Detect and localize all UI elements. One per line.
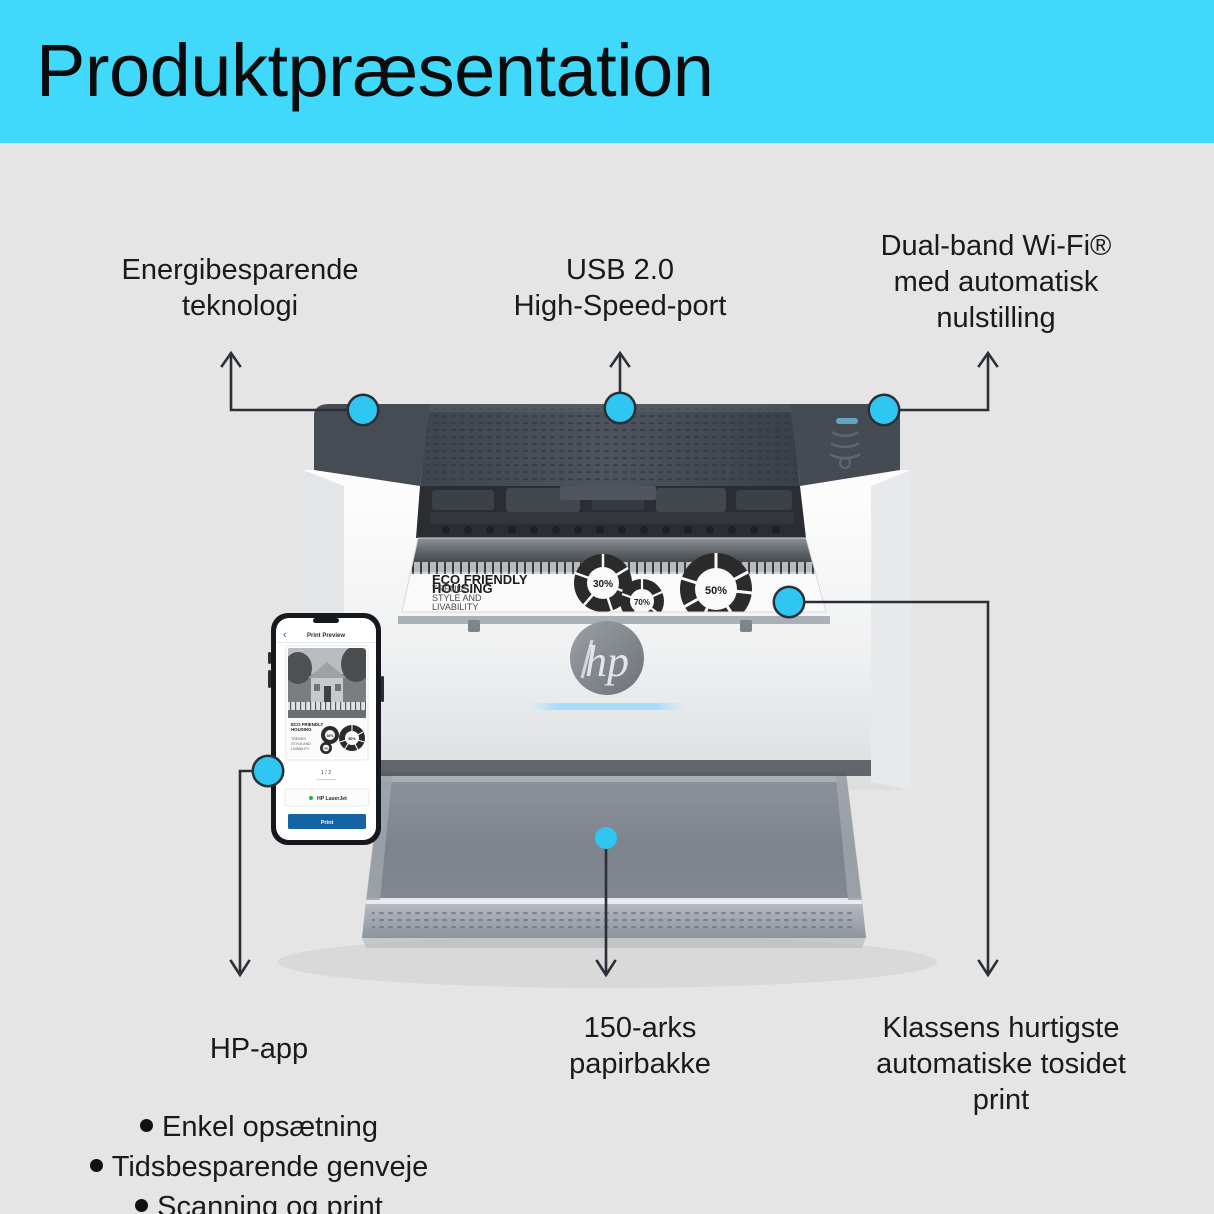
- hp-app-bullet-text: Tidsbesparende genveje: [111, 1151, 429, 1183]
- chevron-left-icon: ‹: [283, 629, 287, 641]
- printer-name: HP LaserJet: [317, 796, 347, 802]
- svg-text:HOUSING: HOUSING: [291, 727, 312, 732]
- callout-dot-wifi[interactable]: [870, 396, 898, 424]
- phone-screen-title: Print Preview: [307, 633, 345, 639]
- callout-dot-duplex[interactable]: [775, 588, 803, 616]
- svg-text:LIVABILITY: LIVABILITY: [432, 602, 478, 612]
- callout-label-tray: 150-arks papirbakke: [569, 1012, 711, 1080]
- page-indicator: 1 / 2: [321, 770, 332, 776]
- callout-label-energy: Energibesparende teknologi: [121, 254, 359, 322]
- hp-app-title: HP-app: [209, 1033, 309, 1065]
- hp-app-bullet-item: Tidsbesparende genveje: [44, 1147, 474, 1187]
- svg-text:70%: 70%: [634, 598, 650, 607]
- paper-tray: [362, 772, 866, 948]
- printed-headline: ECO FRIENDLY: [432, 572, 528, 587]
- page-title: Produktpræsentation: [36, 29, 714, 112]
- svg-text:STYLE AND: STYLE AND: [432, 593, 482, 603]
- callout-label-usb: USB 2.0 High-Speed-port: [513, 254, 727, 322]
- svg-text:30%: 30%: [593, 579, 613, 590]
- phone-print-button: [288, 814, 366, 829]
- hp-app-bullet-item: Enkel opsætning: [44, 1107, 474, 1147]
- hp-logo: hp: [570, 621, 644, 695]
- svg-text:Print: Print: [321, 820, 334, 826]
- svg-text:50%: 50%: [705, 585, 727, 597]
- status-light-bar: [528, 703, 686, 710]
- callout-label-wifi: Dual-band Wi-Fi® med automatisk nulstill…: [880, 230, 1112, 334]
- bullet-dot-icon: [139, 1118, 153, 1132]
- header-banner: Produktpræsentation: [0, 0, 1214, 143]
- svg-text:HOUSING: HOUSING: [432, 581, 493, 596]
- svg-text:LIVABILITY: LIVABILITY: [291, 747, 310, 751]
- printed-page: ECO FRIENDLY HOUSING TRENDS, STYLE AND L…: [401, 537, 827, 613]
- callout-dot-usb[interactable]: [606, 394, 634, 422]
- callout-dot-hp-app[interactable]: [254, 757, 282, 785]
- hp-app-bullet-item: Scanning og print i høj kvalitet: [44, 1187, 474, 1214]
- callout-dot-tray[interactable]: [595, 827, 617, 849]
- svg-text:TRENDS,: TRENDS,: [432, 584, 472, 594]
- bullet-dot-icon: [89, 1158, 103, 1172]
- printer-status-dot: [309, 796, 313, 800]
- control-panel: [829, 418, 861, 470]
- callout-label-duplex: Klassens hurtigste automatiske tosidet p…: [876, 1012, 1126, 1116]
- svg-text:30%: 30%: [327, 734, 334, 738]
- hp-app-bullet-text: Scanning og print i høj kvalitet: [157, 1191, 383, 1214]
- phone-mockup: ‹ Print Preview: [268, 613, 384, 845]
- svg-text:70%: 70%: [323, 747, 329, 751]
- svg-text:STYLE AND: STYLE AND: [291, 742, 311, 746]
- svg-text:hp: hp: [585, 637, 629, 686]
- svg-text:ECO FRIENDLY: ECO FRIENDLY: [291, 722, 323, 727]
- donut-charts: 30% 70%: [574, 553, 753, 612]
- bullet-dot-icon: [135, 1198, 149, 1212]
- svg-text:50%: 50%: [348, 737, 356, 741]
- hp-app-bullet-text: Enkel opsætning: [161, 1111, 379, 1143]
- callout-dot-energy[interactable]: [349, 396, 377, 424]
- svg-text:TRENDS,: TRENDS,: [291, 737, 307, 741]
